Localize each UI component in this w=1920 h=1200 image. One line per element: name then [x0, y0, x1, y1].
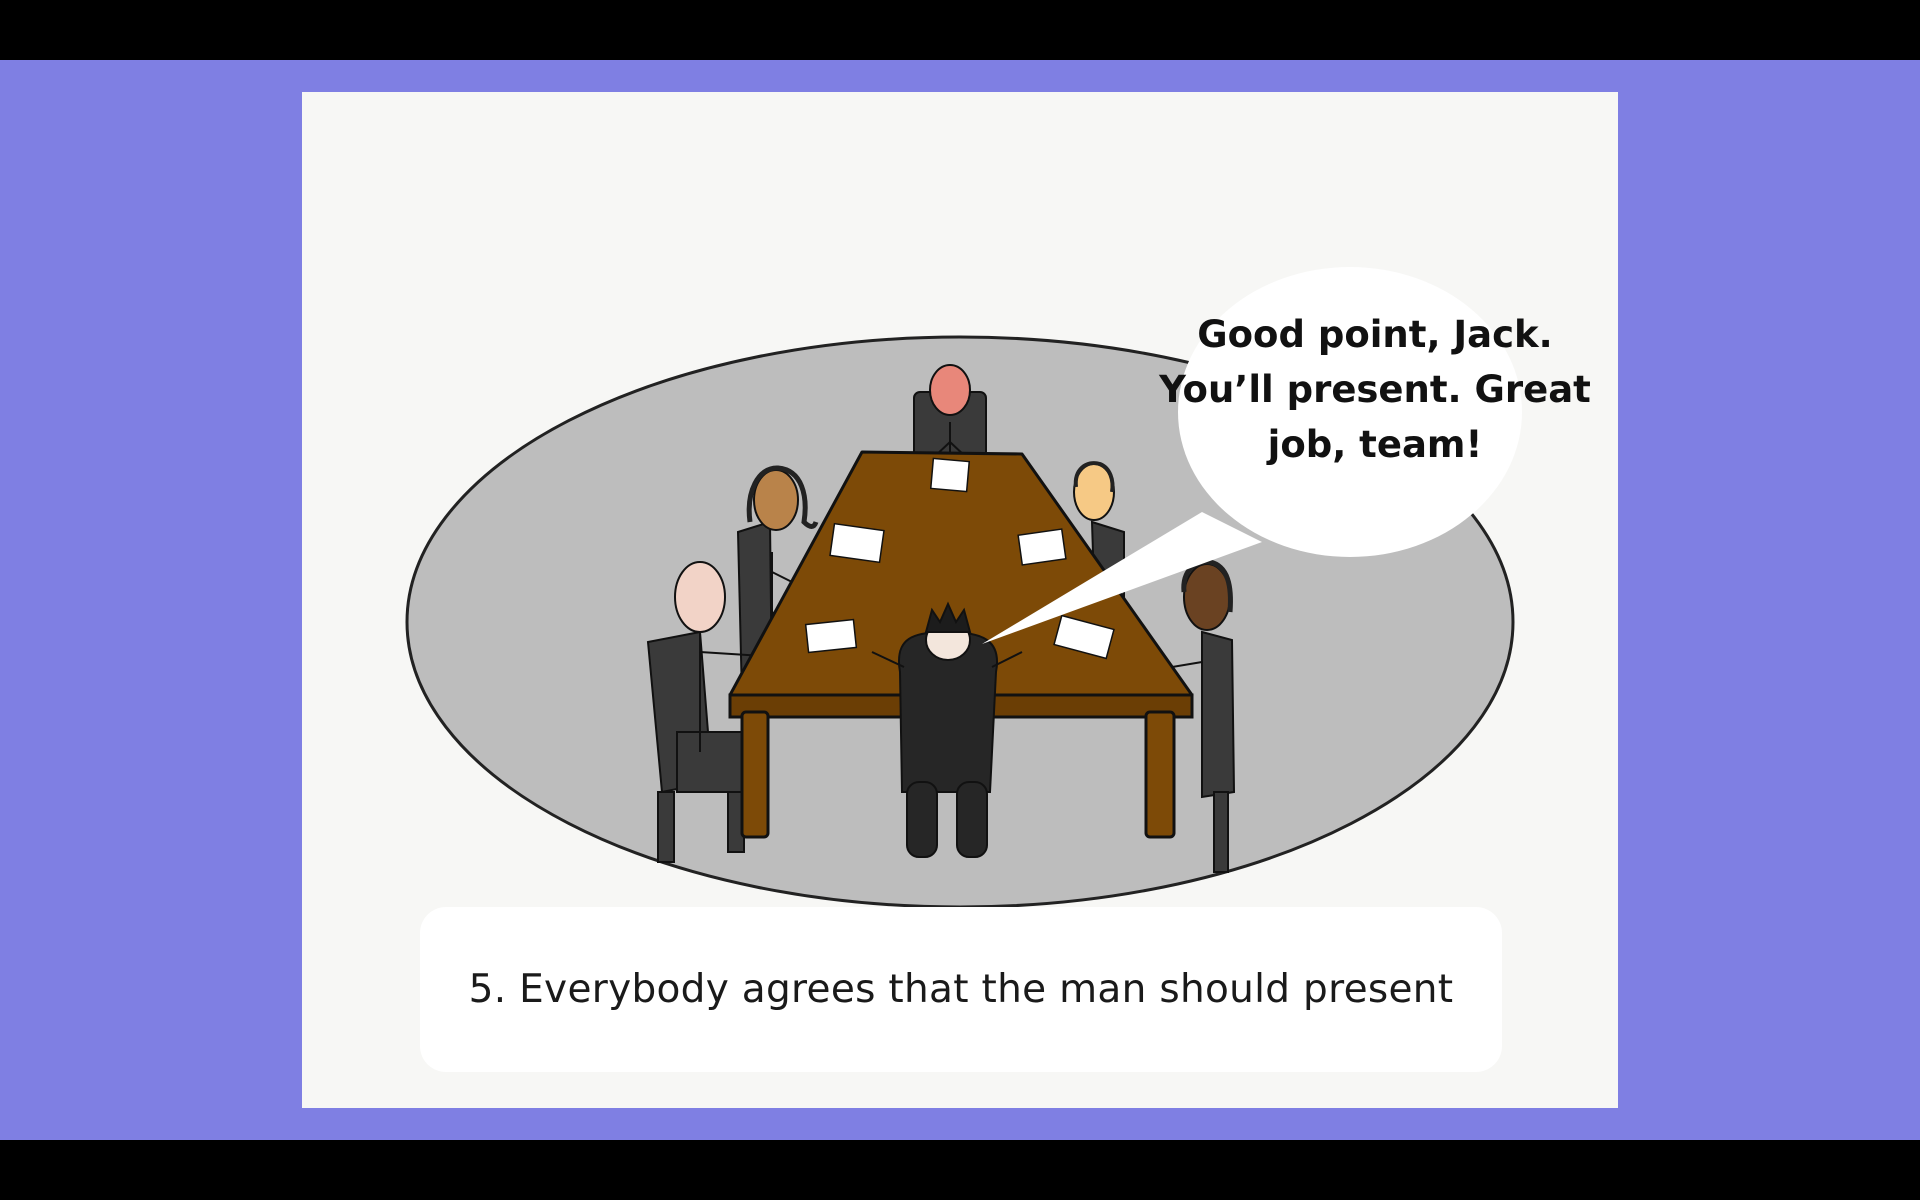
letterbox-bottom	[0, 1140, 1920, 1200]
caption-text: 5. Everybody agrees that the man should …	[468, 967, 1454, 1012]
person-right-front	[1141, 559, 1236, 873]
person-head-of-table	[913, 364, 987, 463]
caption-box: 5. Everybody agrees that the man should …	[420, 907, 1502, 1072]
speech-bubble-text: Good point, Jack. You’ll present. Great …	[1159, 313, 1591, 466]
speech-bubble	[982, 267, 1522, 644]
letterbox-top	[0, 0, 1920, 60]
conference-table	[728, 450, 1194, 839]
slide-card: Good point, Jack. You’ll present. Great …	[302, 92, 1618, 1108]
slide-stage: Good point, Jack. You’ll present. Great …	[0, 60, 1920, 1140]
person-jack	[871, 601, 1023, 858]
meeting-illustration	[405, 267, 1522, 909]
person-left-front	[646, 561, 779, 863]
